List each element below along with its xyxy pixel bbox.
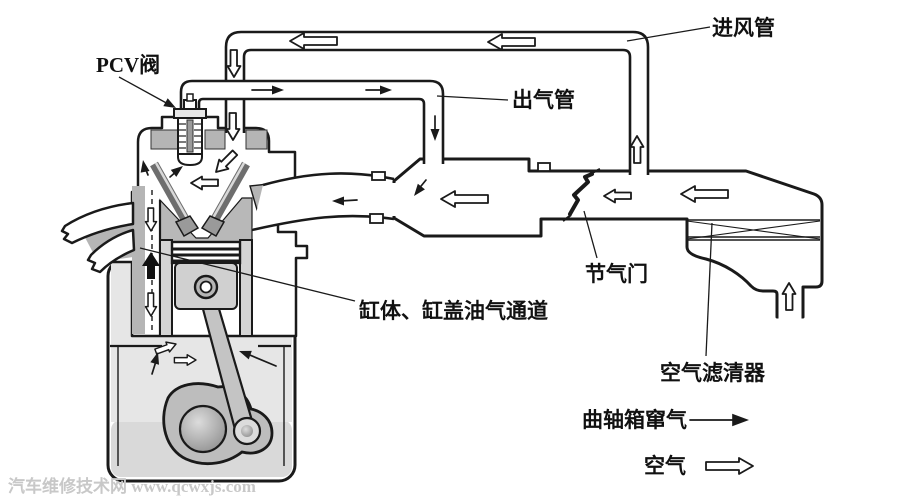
fresh-air-pipe (224, 30, 650, 176)
runner-flange-top (371, 171, 386, 181)
crank-journal (178, 404, 228, 454)
air-filter-element (686, 219, 821, 241)
legend: 曲轴箱窜气 空气 (582, 408, 754, 478)
label-pcv-valve: PCV阀 (96, 53, 160, 77)
blowby-flow-arrows (138, 85, 440, 375)
piston (170, 240, 242, 310)
head-left-wall (132, 186, 145, 334)
label-throttle: 节气门 (585, 262, 648, 286)
outlet-pipe (179, 79, 445, 165)
runner-flange-bottom (369, 213, 384, 224)
label-air-filter: 空气滤清器 (660, 361, 766, 385)
exhaust-runner (60, 201, 140, 274)
legend-air-arrow (705, 457, 754, 475)
label-outlet-pipe: 出气管 (512, 88, 575, 112)
watermark: 汽车维修技术网 www.qcwxjs.com (8, 476, 256, 496)
bold-up-arrow (142, 252, 160, 279)
valve-cover-boss (150, 118, 268, 150)
intake-runner (251, 171, 395, 232)
legend-blowby-label: 曲轴箱窜气 (582, 408, 687, 432)
intake-duct-and-air-filter (391, 157, 824, 320)
legend-air-label: 空气 (644, 454, 686, 478)
engine-block (110, 115, 309, 338)
intake-exhaust-valves (150, 161, 250, 238)
label-intake-pipe: 进风管 (712, 16, 775, 40)
throttle-plate (562, 168, 601, 222)
labels: PCV阀 进风管 出气管 节气门 缸体、缸盖油气通道 空气滤清器 (96, 16, 775, 385)
leader-lines (118, 26, 713, 357)
pcv-valve (173, 93, 207, 167)
label-oil-gas-passage: 缸体、缸盖油气通道 (359, 299, 548, 323)
cylinder-walls (159, 239, 253, 337)
